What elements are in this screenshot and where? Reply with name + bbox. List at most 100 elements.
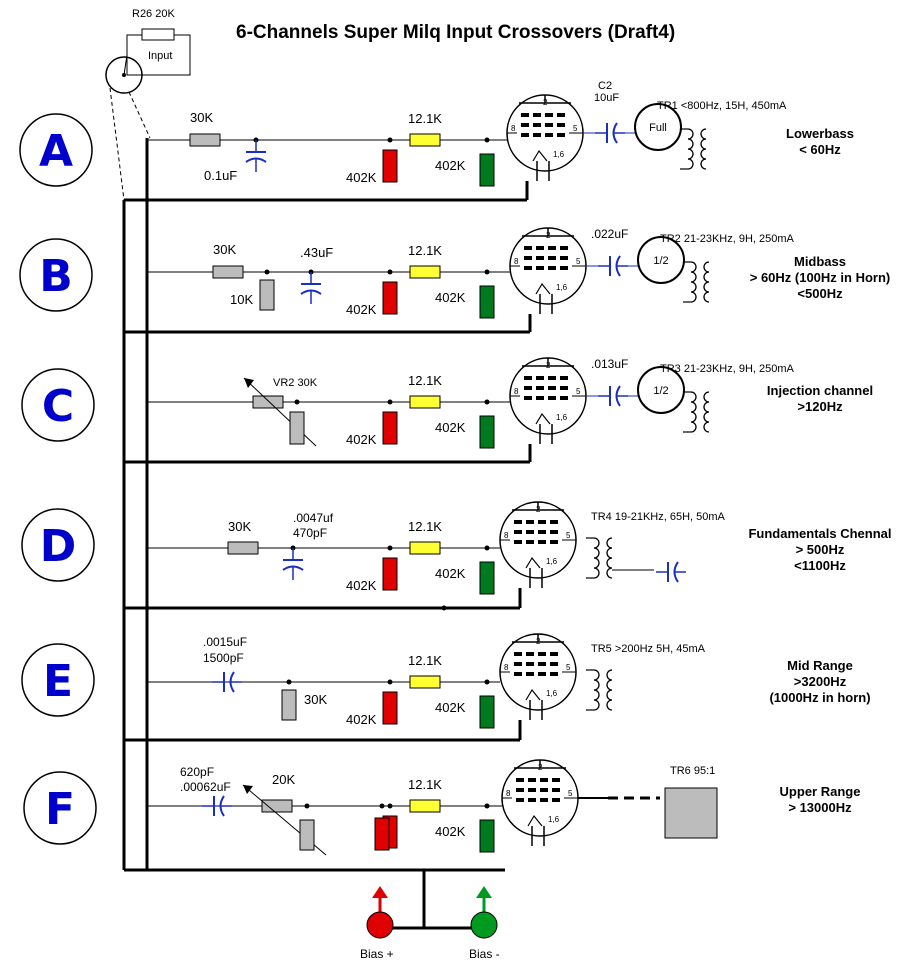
r26-resistor: [141, 28, 175, 41]
series-resistor: [212, 265, 244, 279]
left-resistor: [374, 817, 390, 851]
channel-letter-d-circle: [21, 508, 95, 582]
shunt-resistor: [259, 279, 275, 311]
transformer-label: TR5 >200Hz 5H, 45mA: [591, 643, 706, 655]
grid-resistor-label: 12.1K: [408, 653, 442, 668]
junction-dot: [304, 803, 310, 809]
output-transformer: [586, 669, 613, 711]
right-resistor: [479, 695, 495, 729]
channel-letter-c-circle: [21, 368, 95, 442]
pot-arrowhead: [244, 378, 254, 388]
channel-letter-e: E: [43, 656, 73, 707]
series-capacitor-label: .0015uF: [203, 635, 247, 649]
channel-letter-b-circle: [19, 238, 93, 312]
output-meter: [637, 236, 685, 284]
transformer-label: TR2 21-23KHz, 9H, 250mA: [660, 233, 795, 245]
tube-pin-bottom: 1,6: [548, 815, 560, 824]
right-resistor: [479, 561, 495, 595]
shunt-resistor: [281, 689, 297, 721]
grid-resistor-label: 12.1K: [408, 111, 442, 126]
pot-arrowhead: [243, 785, 253, 794]
channel-letter-d: D: [40, 521, 77, 572]
junction-dot: [387, 679, 393, 685]
shunt-resistor: [289, 411, 305, 445]
tube-pin-top: 2: [538, 763, 543, 772]
r26-label: R26 20K: [132, 8, 175, 20]
right-resistor: [479, 819, 495, 853]
coupling-capacitor: [598, 255, 628, 277]
grid-resistor-label: 12.1K: [408, 777, 442, 792]
left-resistor: [382, 691, 398, 725]
junction-dot: [264, 269, 270, 275]
junction-dot: [387, 269, 393, 275]
junction-dot: [484, 803, 490, 809]
shunt-capacitor: [245, 140, 267, 172]
input-jack: [105, 56, 143, 94]
tube-pin-top: 2: [536, 505, 541, 514]
coupling-value-label: .022uF: [591, 227, 628, 241]
output-transformer: [683, 261, 710, 303]
tube-pin-top: 2: [543, 98, 548, 107]
tube-pin-right: 5: [576, 387, 581, 396]
junction-dot: [484, 269, 490, 275]
tube-pin-right: 5: [566, 531, 571, 540]
channel-letter-e-circle: [21, 643, 95, 717]
series-capacitor: [212, 671, 242, 693]
series-resistor: [227, 541, 259, 555]
output-transformer: [680, 128, 707, 170]
input-block: R26 20K Input: [105, 8, 191, 201]
left-resistor: [382, 557, 398, 591]
tube-pin-left: 8: [506, 789, 511, 798]
pot-resistor: [261, 799, 293, 813]
series-resistor: [189, 133, 221, 147]
tube-pin-bottom: 1,6: [546, 689, 558, 698]
series-resistor-label: 30K: [190, 110, 213, 125]
tube-pin-right: 5: [573, 124, 578, 133]
shunt-capacitor-label: .43uF: [300, 245, 333, 260]
right-resistor-label: 402K: [435, 420, 466, 435]
tube-pin-top: 2: [546, 231, 551, 240]
tube-pin-left: 8: [504, 663, 509, 672]
tube-pin-bottom: 1,6: [556, 413, 568, 422]
left-resistor-label: 402K: [346, 432, 377, 447]
grid-resistor: [409, 395, 441, 409]
band-label: >120Hz: [797, 399, 843, 414]
band-label: <1100Hz: [794, 558, 846, 573]
coupling-capacitor: [595, 122, 625, 144]
transformer-label: TR4 19-21KHz, 65H, 50mA: [591, 511, 726, 523]
grid-resistor: [409, 133, 441, 147]
meter-label: Full: [649, 122, 667, 134]
right-resistor-label: 402K: [435, 290, 466, 305]
junction-dot: [484, 399, 490, 405]
series-resistor-label: 30K: [228, 519, 251, 534]
bus-lines: [122, 138, 505, 930]
junction-dot: [484, 679, 490, 685]
junction-dot: [387, 137, 393, 143]
channel-letter-a-circle: [19, 113, 93, 187]
left-resistor-label: 402K: [346, 712, 377, 727]
diagram-title: 6-Channels Super Milq Input Crossovers (…: [236, 22, 675, 43]
band-label: > 60Hz (100Hz in Horn): [750, 270, 891, 285]
junction-dot: [441, 605, 447, 611]
junction-dot: [379, 803, 385, 809]
junction-dot: [484, 137, 490, 143]
band-label: < 60Hz: [799, 142, 841, 157]
junction-dot: [387, 803, 393, 809]
bias-minus-terminal: [470, 911, 498, 939]
shunt-capacitor-label: .0047uf: [293, 511, 334, 525]
band-label: Mid Range: [787, 658, 853, 673]
series-capacitor-alt-label: .00062uF: [180, 780, 231, 794]
tube-pin-left: 8: [504, 531, 509, 540]
grid-resistor-label: 12.1K: [408, 519, 442, 534]
bias-minus-label: Bias -: [469, 947, 500, 961]
channel-letter-c: C: [42, 381, 74, 432]
tube-pin-right: 5: [566, 663, 571, 672]
shunt-capacitor-alt-label: 470pF: [293, 526, 327, 540]
tube-pin-top: 2: [536, 637, 541, 646]
pot-label: VR2 30K: [273, 377, 318, 389]
coupling-value-label: 10uF: [594, 92, 619, 104]
